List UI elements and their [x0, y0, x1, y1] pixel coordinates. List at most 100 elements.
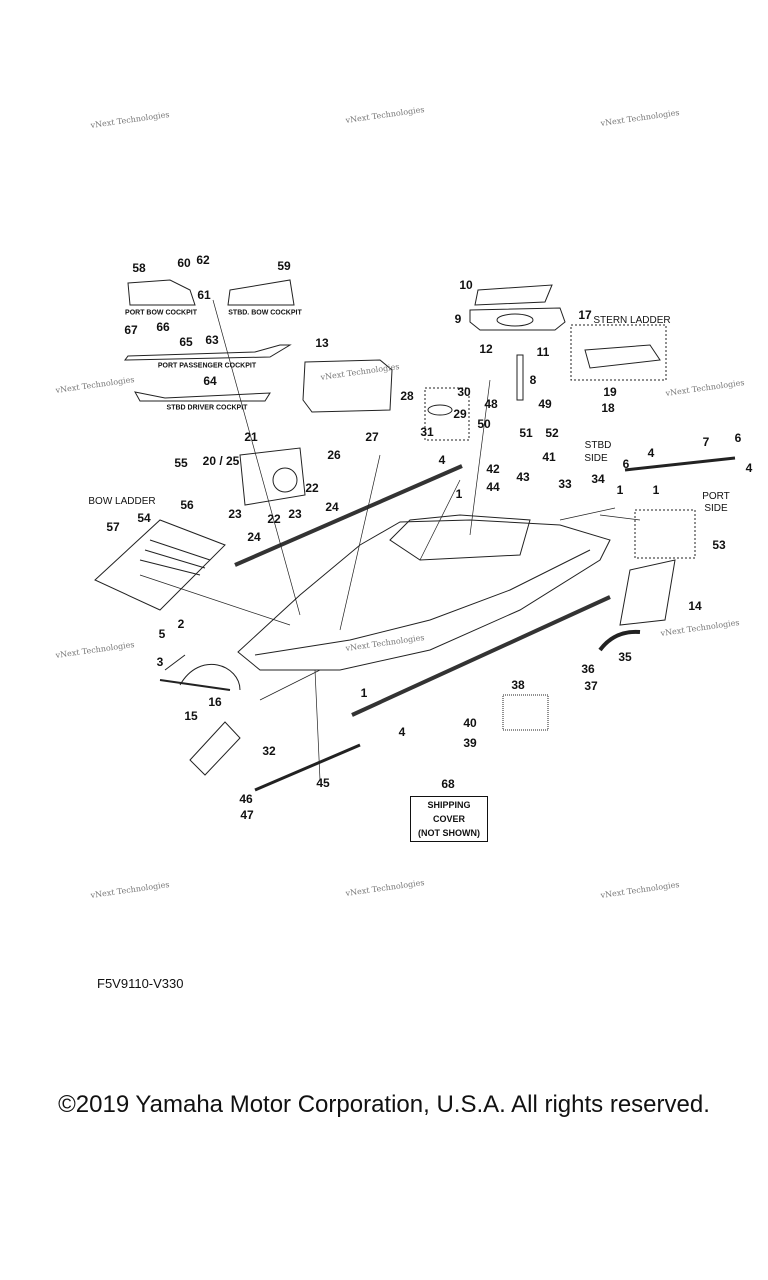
callout-1: 1: [616, 483, 624, 497]
rub-rail-stbd: [351, 595, 611, 717]
callout-13: 13: [315, 336, 329, 350]
diagram-code: F5V9110-V330: [97, 976, 184, 991]
label-stbd-side-line2: SIDE: [584, 453, 608, 464]
callout-23: 23: [228, 507, 242, 521]
callout-40: 40: [463, 716, 477, 730]
callout-30: 30: [457, 385, 471, 399]
callout-45: 45: [316, 776, 330, 790]
callout-51: 51: [519, 426, 533, 440]
callout-26: 26: [327, 448, 341, 462]
callout-61: 61: [197, 288, 211, 302]
callout-23: 23: [288, 507, 302, 521]
callout-33: 33: [558, 477, 572, 491]
callout-48: 48: [484, 397, 498, 411]
caption-stbd-bow-cockpit: STBD. BOW COCKPIT: [228, 309, 302, 317]
bow-ladder: [94, 519, 226, 611]
callout-14: 14: [688, 599, 702, 613]
caption-stbd-driver-cockpit: STBD DRIVER COCKPIT: [166, 404, 248, 412]
callout-16: 16: [208, 695, 222, 709]
callout-38: 38: [511, 678, 525, 692]
callout-12: 12: [479, 342, 493, 356]
callout-55: 55: [174, 456, 188, 470]
callout-36: 36: [581, 662, 595, 676]
caption-port-passenger-cockpit: PORT PASSENGER COCKPIT: [157, 362, 257, 370]
callout-7: 7: [702, 435, 710, 449]
callout-58: 58: [132, 261, 146, 275]
callout-4: 4: [745, 461, 753, 475]
callout-22: 22: [267, 512, 281, 526]
callout-21: 21: [244, 430, 258, 444]
callout-18: 18: [601, 401, 615, 415]
callout-56: 56: [180, 498, 194, 512]
seat-cushion: [474, 284, 553, 306]
callout-63: 63: [205, 333, 219, 347]
boat-hull: [237, 519, 611, 671]
port-bow-cockpit-panel: [127, 279, 196, 306]
callout-22: 22: [305, 481, 319, 495]
callout-27: 27: [365, 430, 379, 444]
grab-handle: [254, 743, 361, 792]
callout-59: 59: [277, 259, 291, 273]
callout-24: 24: [247, 530, 261, 544]
callout-4: 4: [398, 725, 406, 739]
label-stbd-side-line1: STBD: [584, 440, 612, 451]
callout-60: 60: [177, 256, 191, 270]
callout-2: 2: [177, 617, 185, 631]
callout-62: 62: [196, 253, 210, 267]
callout-29: 29: [453, 407, 467, 421]
shipping-cover-note: SHIPPING COVER (NOT SHOWN): [410, 796, 488, 842]
callout-37: 37: [584, 679, 598, 693]
rub-rail-port: [234, 464, 463, 567]
shipping-cover-line2: (NOT SHOWN): [418, 828, 480, 838]
speaker-bezel: [239, 447, 306, 506]
callout-4: 4: [438, 453, 446, 467]
callout-19: 19: [603, 385, 617, 399]
callout-9: 9: [454, 312, 462, 326]
callout-57: 57: [106, 520, 120, 534]
table-top: [469, 307, 566, 331]
callout-67: 67: [124, 323, 138, 337]
cooler: [302, 359, 393, 413]
stbd-bow-cockpit-panel: [227, 279, 295, 306]
callout-35: 35: [618, 650, 632, 664]
callout-11: 11: [536, 345, 550, 359]
label-port-side-line2: SIDE: [704, 503, 728, 514]
callout-6: 6: [622, 457, 630, 471]
label-port-side-line1: PORT: [702, 491, 730, 502]
callout-54: 54: [137, 511, 151, 525]
callout-1: 1: [455, 487, 463, 501]
callout-39: 39: [463, 736, 477, 750]
callout-65: 65: [179, 335, 193, 349]
callout-31: 31: [420, 425, 434, 439]
callout-44: 44: [486, 480, 500, 494]
callout-50: 50: [477, 417, 491, 431]
shipping-cover-line1: SHIPPING COVER: [427, 800, 471, 824]
callout-1: 1: [360, 686, 368, 700]
stbd-driver-cockpit-trim: [134, 391, 271, 402]
callout-6: 6: [734, 431, 742, 445]
callout-64: 64: [203, 374, 217, 388]
label-stern-ladder: STERN LADDER: [593, 315, 671, 326]
callout-47: 47: [240, 808, 254, 822]
callout-3: 3: [156, 655, 164, 669]
caption-port-bow-cockpit: PORT BOW COCKPIT: [125, 309, 197, 317]
callout-8: 8: [529, 373, 537, 387]
callout-32: 32: [262, 744, 276, 758]
callout-1: 1: [652, 483, 660, 497]
copyright-notice: ©2019 Yamaha Motor Corporation, U.S.A. A…: [58, 1091, 710, 1118]
callout-34: 34: [591, 472, 605, 486]
callout-49: 49: [538, 397, 552, 411]
callout-10: 10: [459, 278, 473, 292]
callout-5: 5: [158, 627, 166, 641]
port-passenger-cockpit-trim: [123, 344, 292, 361]
callout-15: 15: [184, 709, 198, 723]
callout-68: 68: [441, 777, 455, 791]
callout-41: 41: [542, 450, 556, 464]
callout-4: 4: [647, 446, 655, 460]
callout-43: 43: [516, 470, 530, 484]
callout-20-25: 20 / 25: [202, 454, 240, 468]
callout-52: 52: [545, 426, 559, 440]
label-bow-ladder: BOW LADDER: [88, 496, 156, 507]
callout-17: 17: [578, 308, 592, 322]
